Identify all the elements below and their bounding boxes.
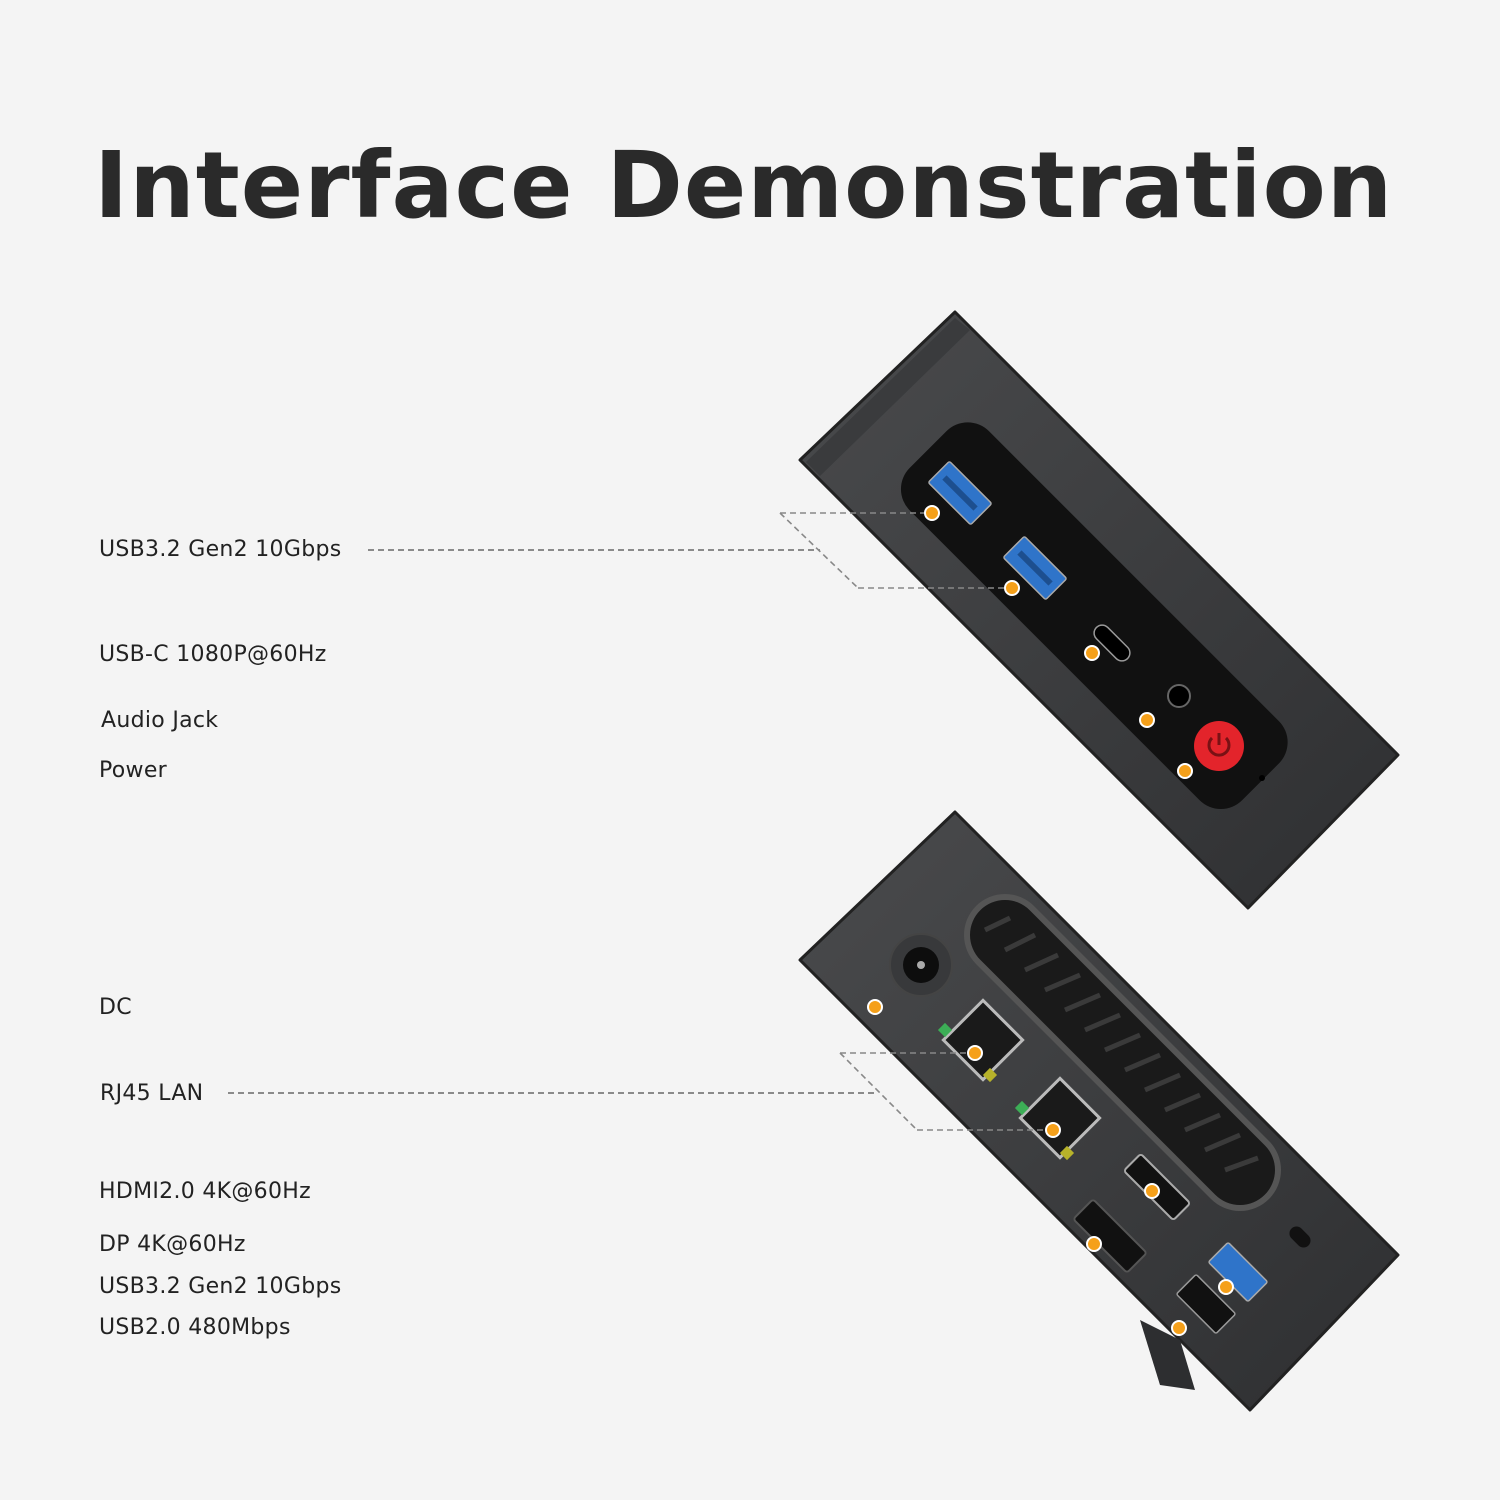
leader-lines [148,512,1226,1329]
marker-dot [1218,1279,1234,1295]
marker-dots [867,505,1234,1336]
label-audio-jack: Audio Jack [101,708,219,733]
usb-c-port-icon [1093,624,1131,662]
marker-dot [1004,580,1020,596]
usb-a-port-icon [928,461,992,525]
vent-grille [983,915,1259,1173]
audio-jack-icon [1167,684,1191,708]
marker-dot [867,999,883,1015]
label-rj45: RJ45 LAN [100,1081,204,1106]
rj45-port-icon [941,998,1025,1082]
marker-dot [1084,645,1100,661]
label-dp: DP 4K@60Hz [99,1232,246,1257]
label-usb32-rear: USB3.2 Gen2 10Gbps [99,1274,342,1299]
front-device [798,310,1400,910]
label-hdmi: HDMI2.0 4K@60Hz [99,1179,311,1204]
usb-a-port-icon [1176,1274,1236,1334]
marker-dot [1139,712,1155,728]
front-panel [900,422,1288,810]
marker-dot [1144,1183,1160,1199]
marker-dot [924,505,940,521]
label-usb32-front: USB3.2 Gen2 10Gbps [99,537,342,562]
label-power: Power [99,758,168,783]
power-button-icon [1194,721,1244,771]
label-usbc: USB-C 1080P@60Hz [99,642,327,667]
rear-device [798,810,1400,1412]
label-dc: DC [99,995,132,1020]
page-title: Interface Demonstration [94,132,1394,239]
label-usb20: USB2.0 480Mbps [99,1315,291,1340]
marker-dot [1171,1320,1187,1336]
marker-dot [1086,1236,1102,1252]
usb-a-port-icon [1003,536,1067,600]
marker-dot [1177,763,1193,779]
lock-slot-icon [1289,1226,1311,1248]
rj45-port-icon [1018,1076,1102,1160]
marker-dot [1045,1122,1061,1138]
marker-dot [967,1045,983,1061]
